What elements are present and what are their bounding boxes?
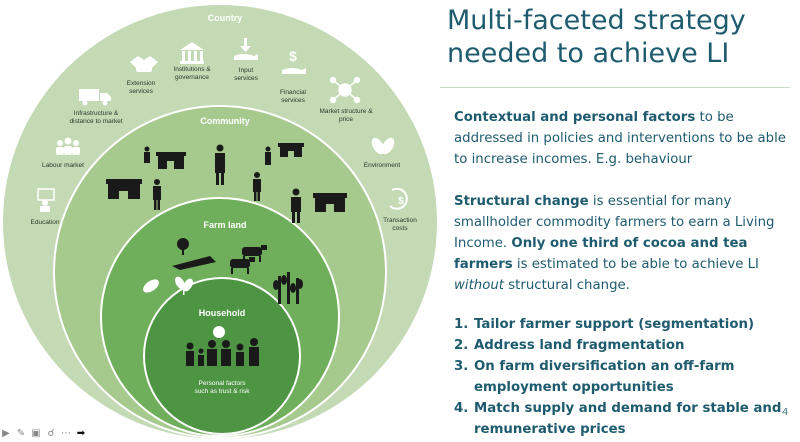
p1-text: to be addressed in policies and interven…: [454, 110, 786, 167]
people-group-icon: [56, 137, 80, 155]
community-label: Community: [200, 116, 250, 126]
family-icon: [186, 326, 259, 366]
p2-text-2: is estimated to be able to achieve LI: [512, 257, 759, 272]
paragraph-structural-change: Structural change is essential for many …: [454, 191, 789, 296]
p2-text-3: structural change.: [504, 278, 630, 293]
p2-text-1: is essential for many smallholder commod…: [454, 194, 775, 251]
step-text: On farm diversification an off-farm empl…: [474, 359, 735, 395]
p1-bold: Contextual and personal factors: [454, 110, 696, 125]
person-icon: [215, 144, 225, 185]
cocoa-pod-icon: [143, 279, 159, 293]
title-line-1: Multi-faceted strategy: [447, 5, 746, 36]
living-income-circles-diagram: Country Community Farm land Household $: [3, 5, 437, 439]
title-divider: [440, 87, 790, 88]
country-factor-label-infrastructure: Infrastructure &distance to market: [69, 110, 122, 125]
pen-icon[interactable]: ✎: [16, 428, 26, 439]
house-icon: [106, 179, 142, 199]
house-icon: [156, 152, 186, 169]
country-factor-label-institutions: Institutions &governance: [173, 66, 211, 81]
truck-icon: [79, 89, 111, 106]
dollar-cycle-icon: $: [389, 187, 408, 210]
person-icon: [253, 172, 261, 201]
zoom-icon[interactable]: ☌: [47, 428, 55, 439]
house-icon: [278, 143, 304, 157]
network-dollar-icon: [329, 76, 361, 104]
person-icon: [153, 179, 161, 210]
step-text: Address land fragmentation: [474, 338, 685, 353]
svg-text:$: $: [289, 48, 297, 64]
person-icon: [265, 146, 271, 165]
handshake-icon: [130, 56, 158, 72]
step-text: Match supply and demand for stable and r…: [474, 401, 782, 437]
slide-title: Multi-faceted strategy needed to achieve…: [447, 4, 787, 70]
step-number: 3.: [454, 359, 469, 374]
country-factor-label-labour: Labour market: [42, 162, 84, 169]
country-factor-label-environment: Environment: [364, 162, 401, 169]
download-hand-icon: [234, 38, 258, 60]
dollar-hand-icon: $: [282, 48, 306, 74]
household-label: Household: [199, 308, 246, 318]
list-item: 1. Tailor farmer support (segmentation): [454, 314, 789, 335]
country-factor-label-education: Education: [31, 219, 60, 226]
person-icon: [291, 188, 301, 223]
step-number: 2.: [454, 338, 469, 353]
cattle-icon: [230, 245, 267, 274]
crops-icon: [273, 272, 303, 304]
slideshow-toolbar: ▶ ✎ ▣ ☌ ⋯ ➡: [0, 428, 87, 440]
svg-text:$: $: [398, 196, 404, 207]
step-number: 4.: [454, 401, 469, 416]
slides-icon[interactable]: ▣: [31, 428, 41, 439]
next-arrow-icon[interactable]: ➡: [76, 428, 86, 439]
step-text: Tailor farmer support (segmentation): [474, 317, 755, 332]
p2-bold-2: Only one third of cocoa and tea farmers: [454, 236, 748, 272]
more-options-icon[interactable]: ⋯: [61, 428, 71, 439]
country-label: Country: [208, 13, 243, 23]
paragraph-contextual-factors: Contextual and personal factors to be ad…: [454, 107, 789, 170]
p2-bold-1: Structural change: [454, 194, 589, 209]
list-item: 3. On farm diversification an off-farm em…: [454, 356, 789, 398]
page-number: 4: [782, 407, 789, 418]
bank-building-icon: [180, 42, 204, 64]
house-icon: [313, 193, 347, 212]
community-icons: [106, 143, 347, 223]
strategy-steps-list: 1. Tailor farmer support (segmentation) 2…: [454, 314, 789, 440]
step-number: 1.: [454, 317, 469, 332]
person-icon: [144, 146, 150, 163]
country-factor-label-market: Market structure &price: [319, 108, 373, 123]
list-item: 4. Match supply and demand for stable and…: [454, 398, 789, 440]
pointer-icon[interactable]: ▶: [2, 428, 10, 439]
p2-italic: without: [454, 278, 504, 293]
tea-leaf-icon: [175, 276, 193, 295]
farmland-label: Farm land: [203, 220, 246, 230]
leaves-icon: [371, 137, 395, 155]
list-item: 2. Address land fragmentation: [454, 335, 789, 356]
teacher-board-icon: [37, 188, 55, 212]
farm-tree-field-icon: [172, 238, 216, 270]
title-line-2: needed to achieve LI: [447, 38, 730, 69]
